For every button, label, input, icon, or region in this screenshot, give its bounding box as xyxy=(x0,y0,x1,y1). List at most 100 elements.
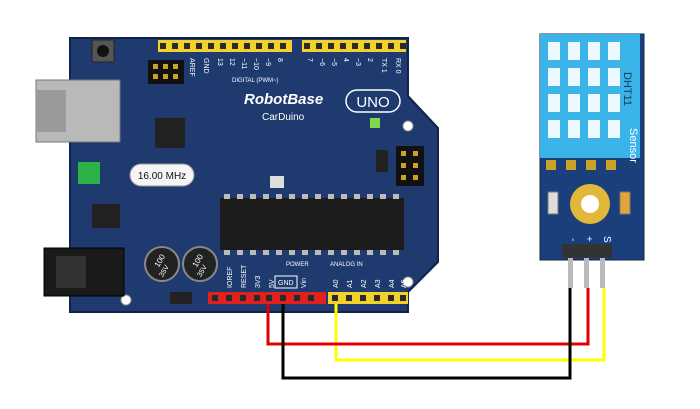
sensor-resistor xyxy=(619,191,631,215)
top-pin-label: 12 xyxy=(228,58,235,66)
board-model: CarDuino xyxy=(262,112,305,123)
sensor-pin xyxy=(584,258,589,288)
grille-slot xyxy=(568,120,580,138)
power-pin-label: Vin xyxy=(301,278,308,288)
grille-slot xyxy=(548,120,560,138)
uno-label: UNO xyxy=(356,94,389,111)
analog-pin-label: A2 xyxy=(361,279,368,288)
top-pin-label: GND xyxy=(202,58,209,74)
microcontroller xyxy=(220,198,404,250)
smd-part xyxy=(376,150,388,172)
usb-connector-inner xyxy=(36,90,66,132)
header-hole xyxy=(244,43,250,49)
header-hole xyxy=(360,295,366,301)
grille-slot xyxy=(608,42,620,60)
header-hole xyxy=(256,43,262,49)
sensor-resistor xyxy=(547,191,559,215)
sensor-pin xyxy=(600,258,605,288)
analog-pin-label: A3 xyxy=(375,279,382,288)
header-hole xyxy=(374,295,380,301)
top-pin-label: 7 xyxy=(306,58,313,62)
grille-slot xyxy=(588,120,600,138)
top-pin-label: ~5 xyxy=(330,58,337,66)
header-hole xyxy=(400,295,406,301)
header-hole xyxy=(280,295,286,301)
green-led-block xyxy=(78,162,100,184)
top-pin-label: ~9 xyxy=(264,58,271,66)
header-hole xyxy=(172,43,178,49)
header-hole xyxy=(400,43,406,49)
mount-hole xyxy=(402,120,414,132)
sensor-pin xyxy=(568,258,573,288)
analog-pin-label: A1 xyxy=(347,279,354,288)
top-pin-label: 8 xyxy=(276,58,283,62)
top-pin-label: AREF xyxy=(188,58,195,77)
icsp-pins xyxy=(153,64,178,79)
icsp-right-pins xyxy=(401,151,418,180)
header-hole xyxy=(196,43,202,49)
led-green xyxy=(370,118,380,128)
top-pin-label: 13 xyxy=(216,58,223,66)
header-hole xyxy=(240,295,246,301)
bottom-header-holes xyxy=(212,295,406,301)
header-hole xyxy=(346,295,352,301)
header-hole xyxy=(328,43,334,49)
wire-red-5v xyxy=(266,288,590,346)
wire-yellow-signal xyxy=(334,288,606,362)
grille-slot xyxy=(568,94,580,112)
board-brand: RobotBase xyxy=(244,91,323,108)
sensor-pin-label: + xyxy=(583,236,594,242)
top-pin-label: ~11 xyxy=(240,58,247,69)
header-hole xyxy=(266,295,272,301)
sensor-name: DHT11 xyxy=(621,72,633,106)
grille-slot xyxy=(608,94,620,112)
header-hole xyxy=(364,43,370,49)
header-hole xyxy=(376,43,382,49)
mcu-pins-top xyxy=(224,194,399,199)
header-hole xyxy=(254,295,260,301)
power-pin-label: 5V xyxy=(269,279,276,288)
smd-part xyxy=(270,176,284,188)
header-hole xyxy=(332,295,338,301)
top-pin-label: TX 1 xyxy=(380,58,387,73)
sensor-pin-label: S xyxy=(601,236,612,243)
analog-label: ANALOG IN xyxy=(330,262,363,268)
header-hole xyxy=(208,43,214,49)
header-hole xyxy=(308,295,314,301)
header-hole xyxy=(304,43,310,49)
power-pin-label: IOREF xyxy=(227,267,234,288)
crystal-label: 16.00 MHz xyxy=(138,171,186,182)
mount-hole xyxy=(120,294,132,306)
arduino-board: 16.00 MHz 100 35V 100 35V RobotBase CarD… xyxy=(35,37,439,313)
sensor-pin-block xyxy=(562,244,612,258)
voltage-regulator xyxy=(92,204,120,228)
top-pin-label: RX 0 xyxy=(394,58,401,74)
header-hole xyxy=(294,295,300,301)
wire-black-gnd xyxy=(281,288,572,380)
header-hole xyxy=(212,295,218,301)
power-pin-label: RESET xyxy=(241,264,248,288)
header-hole xyxy=(160,43,166,49)
grille-slot xyxy=(588,42,600,60)
analog-pin-label: A0 xyxy=(333,279,340,288)
uno-badge xyxy=(345,89,401,113)
diode xyxy=(170,292,192,304)
power-pin-label: 3V3 xyxy=(255,275,262,288)
grille-slot xyxy=(608,68,620,86)
dht11-sensor: DHT11 Sensor - + S xyxy=(539,33,645,288)
analog-pin-label: A4 xyxy=(389,279,396,288)
power-pin-label: GND xyxy=(278,280,294,287)
grille-slot xyxy=(588,94,600,112)
header-hole xyxy=(352,43,358,49)
reset-button-cap xyxy=(97,45,109,57)
header-hole xyxy=(268,43,274,49)
sensor-grille xyxy=(548,42,620,138)
icsp-header xyxy=(148,60,184,84)
header-hole xyxy=(388,295,394,301)
grille-slot xyxy=(548,42,560,60)
sensor-mount-hole xyxy=(581,195,599,213)
mount-hole xyxy=(402,276,414,288)
header-hole xyxy=(316,43,322,49)
